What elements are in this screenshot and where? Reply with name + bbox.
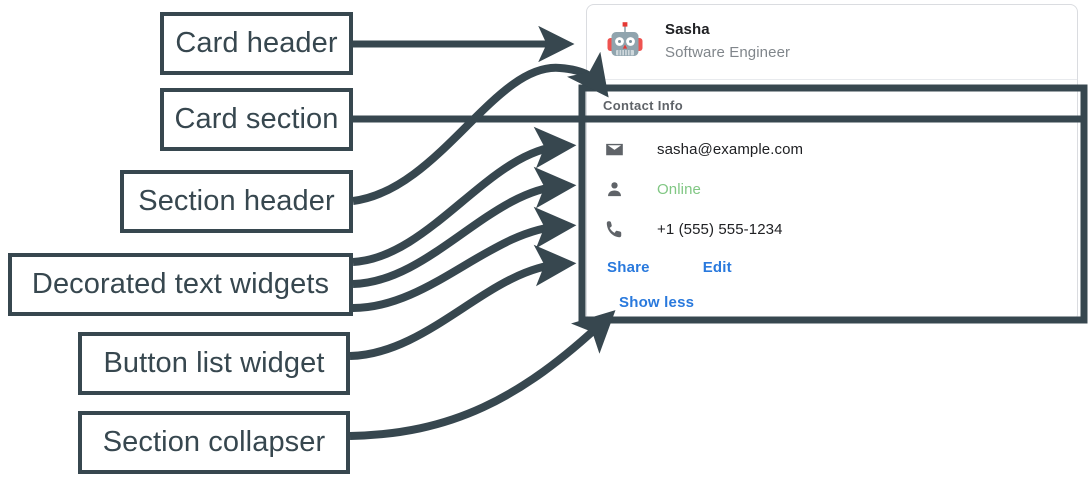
card-header-text: Sasha Software Engineer xyxy=(665,20,790,64)
annotation-card-header: Card header xyxy=(160,12,353,75)
section-header: Contact Info xyxy=(603,98,684,113)
button-list-widget: Share Edit xyxy=(587,249,1077,285)
email-icon xyxy=(603,138,625,160)
list-item: Online xyxy=(587,169,1077,209)
arrow-button-list xyxy=(349,244,577,360)
list-item-text: +1 (555) 555-1234 xyxy=(657,220,783,238)
card-header-subtitle: Software Engineer xyxy=(665,44,791,62)
arrow-section-header xyxy=(352,51,609,205)
card-divider xyxy=(587,79,1077,80)
phone-icon xyxy=(603,218,625,240)
person-icon xyxy=(603,178,625,200)
annotation-section-collapser: Section collapser xyxy=(78,411,350,474)
edit-button[interactable]: Edit xyxy=(702,258,732,276)
list-item: +1 (555) 555-1234 xyxy=(587,209,1077,249)
card-header-title: Sasha xyxy=(665,21,710,38)
arrow-decorated-phone xyxy=(352,206,577,312)
share-button[interactable]: Share xyxy=(607,258,650,276)
list-item-text: sasha@example.com xyxy=(657,140,804,158)
arrow-section-collapser xyxy=(349,310,616,440)
contact-card: Sasha Software Engineer Contact Info sas… xyxy=(586,4,1078,322)
annotation-decorated-text-widgets: Decorated text widgets xyxy=(8,253,353,316)
arrow-decorated-email xyxy=(352,126,577,266)
card-header: Sasha Software Engineer xyxy=(587,5,1077,79)
annotation-section-header: Section header xyxy=(120,170,353,233)
arrow-decorated-status xyxy=(352,166,577,288)
robot-avatar-icon xyxy=(603,20,647,64)
status-badge: Online xyxy=(657,180,701,198)
section-collapser: Show less xyxy=(587,285,1077,319)
annotation-button-list-widget: Button list widget xyxy=(78,332,350,395)
show-less-button[interactable]: Show less xyxy=(619,293,695,311)
annotation-card-section: Card section xyxy=(160,88,353,151)
list-item: sasha@example.com xyxy=(587,129,1077,169)
card-section: Contact Info sasha@example.com Online xyxy=(587,80,1077,329)
